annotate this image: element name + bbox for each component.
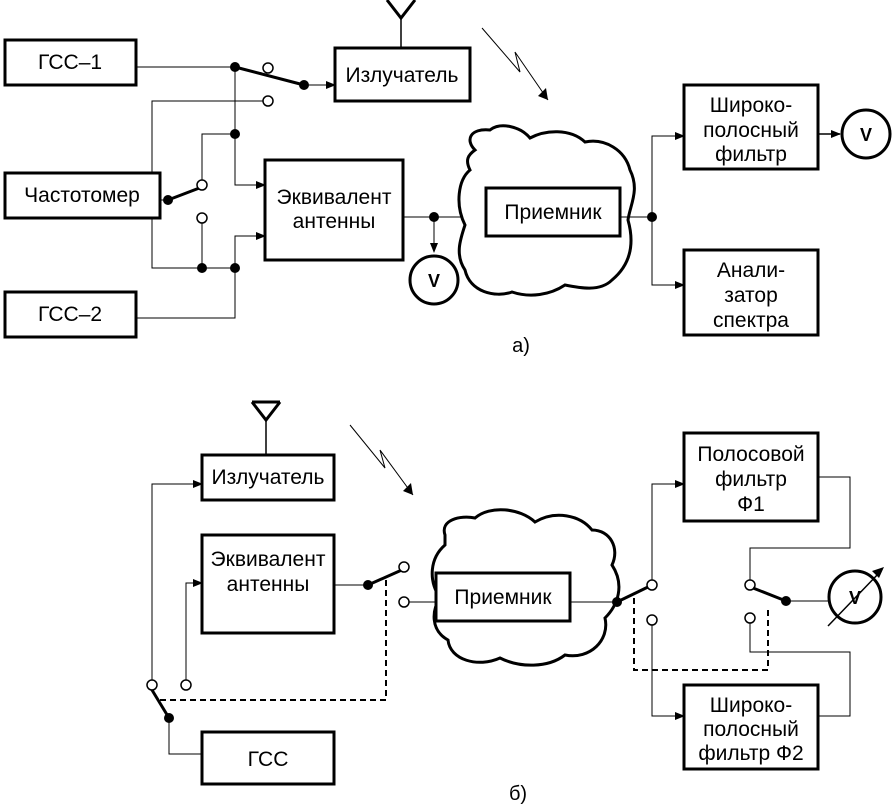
bandpass-filter-line2: фильтр bbox=[715, 468, 787, 491]
wideband-filter-box-b bbox=[682, 683, 820, 771]
emitter-box bbox=[333, 46, 472, 103]
voltmeter-a1-label: V bbox=[428, 271, 440, 291]
freq-meter-label: Частотомер bbox=[24, 184, 140, 207]
antenna-icon-b bbox=[250, 400, 282, 455]
gss2-box bbox=[3, 290, 138, 339]
antenna-icon bbox=[385, 0, 417, 48]
wideband-filter-b-line2: полосный bbox=[703, 718, 799, 741]
radio-wave-icon bbox=[481, 27, 549, 101]
receiver-label-b: Приемник bbox=[454, 586, 552, 609]
caption-a: а) bbox=[512, 335, 530, 357]
wideband-filter-b-line3: фильтр Ф2 bbox=[698, 742, 803, 765]
voltmeter-b-label: V bbox=[849, 588, 861, 608]
voltmeter-a1 bbox=[408, 254, 460, 306]
gss-label-b: ГСС bbox=[248, 748, 289, 771]
wideband-filter-b-line1: Широко- bbox=[710, 694, 792, 717]
wideband-filter-box-a bbox=[682, 83, 820, 171]
diagram-a: ГСС–1 Частотомер ГСС–2 Излучатель Эквива… bbox=[3, 0, 892, 357]
receiver-box-a bbox=[484, 186, 622, 238]
spectrum-analyzer-line1: Анали- bbox=[717, 259, 785, 282]
diagram-b: Излучатель Эквивалент антенны ГСС Приемн… bbox=[146, 400, 884, 805]
emitter-label: Излучатель bbox=[346, 64, 459, 87]
voltmeter-b: V bbox=[827, 567, 884, 627]
bandpass-filter-box bbox=[682, 431, 820, 523]
voltmeter-a2 bbox=[840, 108, 892, 160]
caption-b: б) bbox=[509, 783, 527, 805]
receiver-box-b bbox=[434, 571, 572, 623]
spectrum-analyzer-box bbox=[682, 248, 820, 337]
antenna-equiv-box bbox=[263, 158, 405, 262]
wideband-filter-a-line2: полосный bbox=[703, 119, 799, 142]
antenna-equiv-line1: Эквивалент bbox=[277, 186, 392, 209]
gss2-label: ГСС–2 bbox=[38, 303, 102, 326]
receiver-label-a: Приемник bbox=[504, 201, 602, 224]
wideband-filter-a-line3: фильтр bbox=[715, 143, 787, 166]
antenna-equiv-b-line2: антенны bbox=[227, 573, 310, 596]
spectrum-analyzer-line2: затор bbox=[724, 284, 778, 307]
gss1-box bbox=[3, 38, 138, 87]
bandpass-filter-line1: Полосовой bbox=[697, 443, 804, 466]
emitter-box-b bbox=[200, 453, 336, 502]
bandpass-filter-line3: Ф1 bbox=[737, 493, 765, 516]
spectrum-analyzer-line3: спектра bbox=[713, 309, 789, 332]
gss-box-b bbox=[200, 730, 336, 786]
emitter-label-b: Излучатель bbox=[212, 466, 325, 489]
wideband-filter-a-line1: Широко- bbox=[710, 94, 792, 117]
antenna-equiv-b-line1: Эквивалент bbox=[211, 548, 326, 571]
freq-meter-box bbox=[3, 171, 162, 220]
antenna-equiv-line2: антенны bbox=[293, 210, 376, 233]
gss1-label: ГСС–1 bbox=[38, 51, 102, 74]
radio-wave-icon-b bbox=[349, 424, 414, 496]
voltmeter-a2-label: V bbox=[860, 125, 872, 145]
